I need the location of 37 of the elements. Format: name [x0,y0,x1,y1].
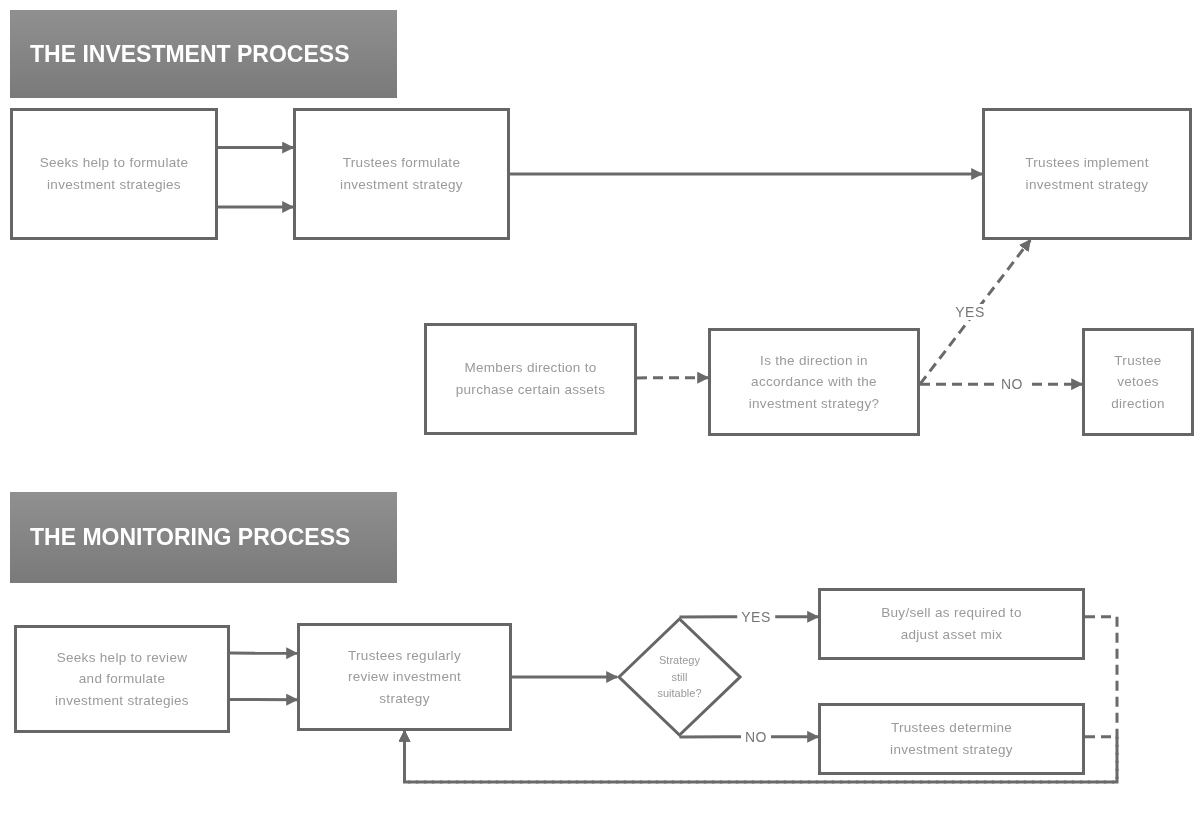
process-box [10,108,218,240]
edge-label: YES [737,609,775,625]
step-text: Trustees regularly review investment strategy [346,646,463,708]
step-text: Trustees formulate investment strategy [339,154,464,194]
arrow [398,729,1119,784]
step-text: Buy/sell as required to adjust asset mix [880,604,1023,644]
process-box [293,108,510,240]
process-box [982,108,1192,240]
section-heading: THE MONITORING PROCESS [30,524,351,551]
process-box [14,625,230,733]
process-box [1082,328,1194,436]
step-text: Strategy still suitable? [656,653,703,702]
arrow [918,239,1032,386]
process-box [818,703,1085,775]
edge-label: NO [741,729,771,745]
step-text: Trustees implement investment strategy [1024,154,1150,194]
process-box [708,328,920,436]
edge-label: NO [997,376,1027,392]
process-box [297,623,512,731]
process-box [424,323,637,435]
section-heading: THE INVESTMENT PROCESS [30,40,350,68]
step-text: Seeks help to review and formulate investment strategies [54,648,190,710]
step-text: Trustees determine investment strategy [889,719,1014,759]
arrow [637,371,710,384]
arrow [218,201,295,213]
arrow [218,141,295,154]
header-band [10,492,397,583]
step-text: Seeks help to formulate investment strategies [38,154,190,194]
process-box [818,588,1085,660]
arrow [512,671,619,683]
arrow [510,168,984,180]
step-text: Members direction to purchase certain assets [454,359,607,399]
step-text: Is the direction in accordance with the investment strategy? [747,351,881,413]
arrow [230,647,299,660]
header-band [10,10,397,98]
step-text: Trustee vetoes direction [1110,351,1166,413]
arrow [230,693,299,706]
